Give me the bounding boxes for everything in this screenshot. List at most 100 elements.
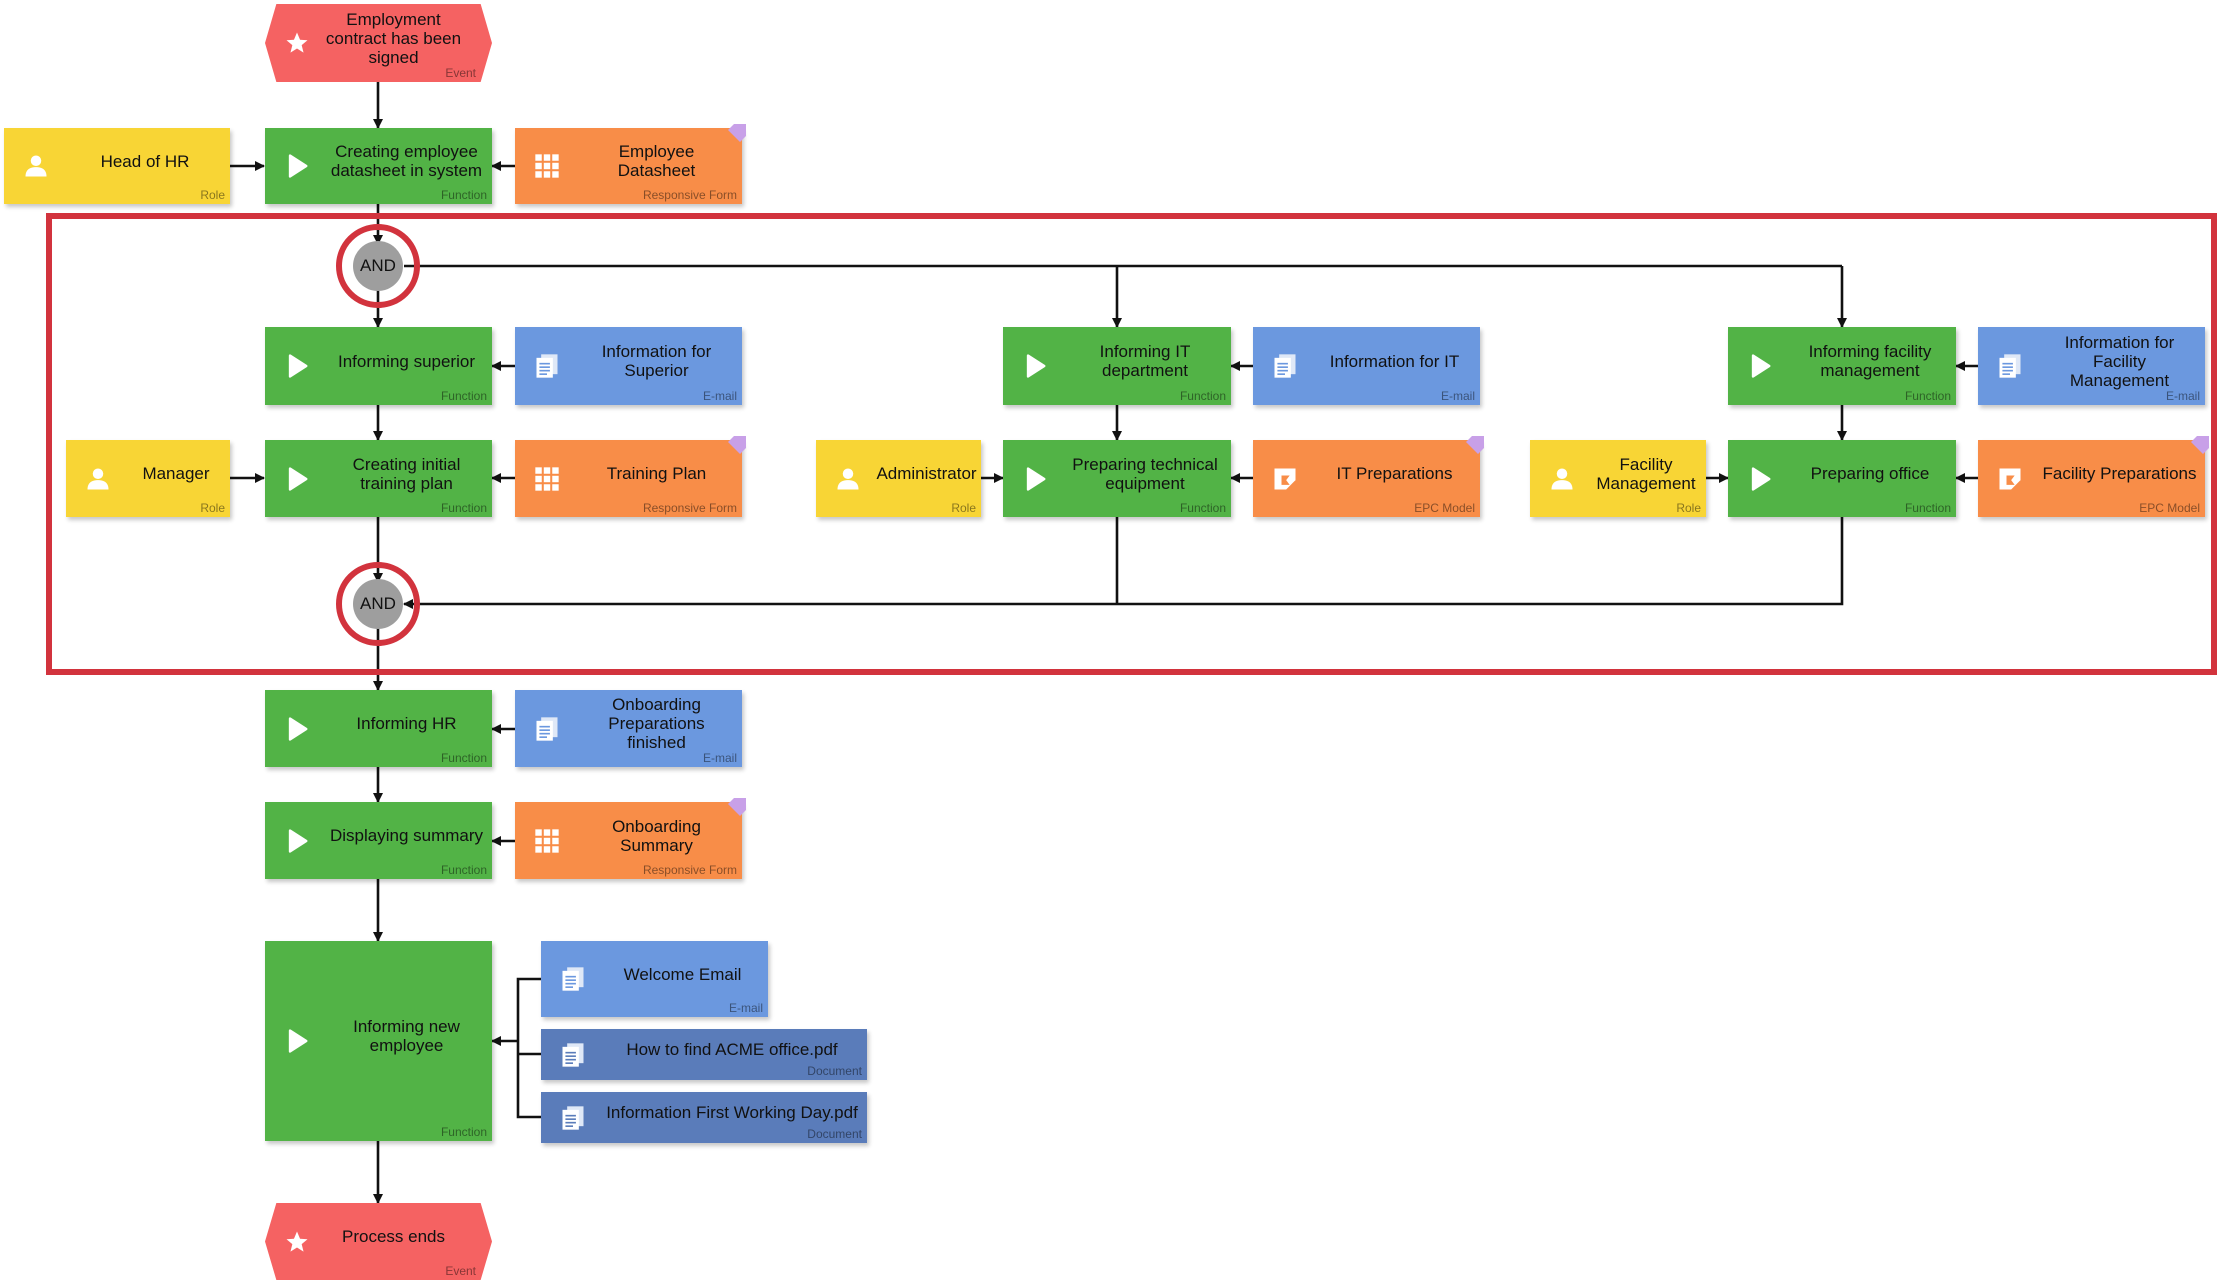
form-onboarding-summary[interactable]: Onboarding Summary Responsive Form <box>515 798 746 879</box>
role-head-of-hr[interactable]: Head of HR Role <box>4 128 230 204</box>
model-label: Facility Preparations <box>2042 464 2197 483</box>
tag-icon <box>728 436 746 454</box>
email-type: E-mail <box>702 751 737 765</box>
event-process-ends[interactable]: Process ends Event <box>265 1203 492 1280</box>
tag-icon <box>728 798 746 816</box>
gateway-highlight-ring <box>336 224 420 308</box>
function-type: Function <box>440 501 487 515</box>
play-icon <box>1751 354 1771 378</box>
email-label: Information for IT <box>1329 351 1460 371</box>
play-icon <box>1026 466 1046 491</box>
grid-icon <box>535 154 559 178</box>
function-informing-facility-management[interactable]: Informing facility management Function <box>1728 327 1956 405</box>
function-label: Creating employee datasheet in system <box>330 142 483 180</box>
document-label: Information First Working Day.pdf <box>606 1103 858 1122</box>
role-manager[interactable]: Manager Role <box>66 440 230 517</box>
gateway-label: AND <box>360 256 396 275</box>
play-icon <box>288 354 308 378</box>
star-icon <box>286 32 308 53</box>
role-label: Administrator <box>876 464 977 483</box>
play-icon <box>1751 466 1771 491</box>
function-label: Preparing office <box>1810 464 1930 483</box>
role-label: Facility Management <box>1596 454 1696 493</box>
email-label: Onboarding Preparations finished <box>608 695 705 752</box>
email-type: E-mail <box>1440 389 1475 403</box>
form-label: Onboarding Summary <box>612 816 701 855</box>
document-type: Document <box>807 1127 862 1141</box>
function-creating-employee-datasheet[interactable]: Creating employee datasheet in system Fu… <box>265 128 492 204</box>
function-type: Function <box>1904 389 1951 403</box>
connector-office-to-join <box>403 517 1844 609</box>
event-label: Process ends <box>342 1227 445 1246</box>
form-type: Responsive Form <box>642 188 737 202</box>
model-it-preparations[interactable]: IT Preparations EPC Model <box>1253 436 1484 517</box>
user-icon <box>87 468 109 489</box>
email-label: Information for Facility Management <box>2064 332 2175 390</box>
grid-icon <box>535 466 559 491</box>
play-icon <box>288 716 308 741</box>
email-welcome-email[interactable]: Welcome Email E-mail <box>541 941 768 1017</box>
event-type: Event <box>445 66 476 80</box>
play-icon <box>1026 354 1046 378</box>
tag-icon <box>1466 436 1484 454</box>
function-type: Function <box>440 389 487 403</box>
function-informing-new-employee[interactable]: Informing new employee Function <box>265 941 492 1141</box>
document-stack-icon <box>536 716 558 741</box>
gateway-and-split[interactable]: AND <box>353 241 403 291</box>
email-information-for-superior[interactable]: Information for Superior E-mail <box>515 327 742 405</box>
function-creating-initial-training-plan[interactable]: Creating initial training plan Function <box>265 440 492 517</box>
document-information-first-working-day[interactable]: Information First Working Day.pdf Docume… <box>541 1092 867 1143</box>
form-training-plan[interactable]: Training Plan Responsive Form <box>515 436 746 517</box>
function-type: Function <box>440 188 487 202</box>
parallel-section-highlight <box>46 213 2217 675</box>
function-informing-hr[interactable]: Informing HR Function <box>265 690 492 767</box>
function-label: Preparing technical equipment <box>1072 454 1218 493</box>
model-facility-preparations[interactable]: Facility Preparations EPC Model <box>1978 436 2209 517</box>
function-type: Function <box>440 751 487 765</box>
email-onboarding-preparations-finished[interactable]: Onboarding Preparations finished E-mail <box>515 690 742 767</box>
role-type: Role <box>200 501 225 515</box>
email-label: Welcome Email <box>623 964 742 984</box>
event-start[interactable]: Employment contract has been signed Even… <box>265 4 492 82</box>
play-icon <box>288 154 308 178</box>
user-icon <box>837 468 859 489</box>
document-type: Document <box>807 1064 862 1078</box>
function-label: Informing superior <box>337 351 475 371</box>
function-informing-superior[interactable]: Informing superior Function <box>265 327 492 405</box>
event-label: Employment contract has been signed <box>325 9 462 67</box>
grid-icon <box>535 828 559 853</box>
function-label: Displaying summary <box>329 826 484 845</box>
function-informing-it-department[interactable]: Informing IT department Function <box>1003 327 1231 405</box>
document-stack-icon <box>562 967 584 991</box>
email-type: E-mail <box>728 1001 763 1015</box>
gateway-highlight-ring <box>336 562 420 646</box>
document-how-to-find-acme-office[interactable]: How to find ACME office.pdf Document <box>541 1029 867 1080</box>
form-employee-datasheet[interactable]: Employee Datasheet Responsive Form <box>515 124 746 204</box>
function-preparing-office[interactable]: Preparing office Function <box>1728 440 1956 517</box>
role-administrator[interactable]: Administrator Role <box>816 440 981 517</box>
model-type: EPC Model <box>1414 501 1475 515</box>
document-stack-icon <box>536 354 558 378</box>
function-label: Informing HR <box>356 714 457 733</box>
role-label: Manager <box>142 464 210 483</box>
function-type: Function <box>1904 501 1951 515</box>
email-information-for-it[interactable]: Information for IT E-mail <box>1253 327 1480 405</box>
epc-model-icon <box>1999 468 2021 489</box>
email-information-for-facility-management[interactable]: Information for Facility Management E-ma… <box>1978 327 2205 405</box>
role-facility-management[interactable]: Facility Management Role <box>1530 440 1706 517</box>
function-label: Informing new employee <box>353 1017 460 1055</box>
document-label: How to find ACME office.pdf <box>626 1040 838 1059</box>
user-icon <box>1551 468 1573 489</box>
email-label: Information for Superior <box>601 342 712 380</box>
gateway-and-join[interactable]: AND <box>353 579 403 629</box>
function-type: Function <box>1179 389 1226 403</box>
form-type: Responsive Form <box>642 501 737 515</box>
function-type: Function <box>440 1125 487 1139</box>
function-preparing-technical-equipment[interactable]: Preparing technical equipment Function <box>1003 440 1231 517</box>
tag-icon <box>2191 436 2209 454</box>
role-type: Role <box>951 501 976 515</box>
gateway-label: AND <box>360 594 396 613</box>
function-displaying-summary[interactable]: Displaying summary Function <box>265 802 492 879</box>
document-stack-icon <box>1274 354 1296 378</box>
